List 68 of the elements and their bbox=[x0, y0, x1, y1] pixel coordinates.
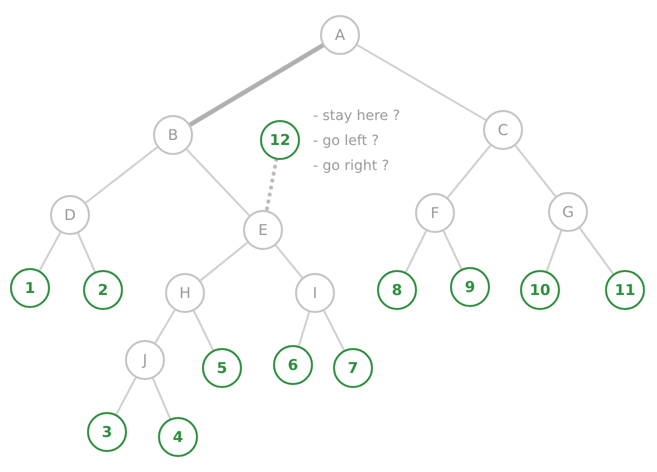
leaf-node-circle bbox=[450, 267, 490, 307]
leaf-node-circle bbox=[87, 412, 127, 452]
tree-node-circle bbox=[295, 273, 335, 313]
tree-node-circle bbox=[153, 115, 193, 155]
tree-node-circle bbox=[415, 193, 455, 233]
node-label: A bbox=[334, 26, 346, 44]
leaf-node-circle bbox=[83, 270, 123, 310]
node-label: 8 bbox=[392, 281, 402, 299]
node-label: H bbox=[179, 284, 191, 302]
tree-node-circle bbox=[320, 15, 360, 55]
tree-edge bbox=[77, 232, 96, 272]
leaf-node-circle bbox=[520, 270, 560, 310]
tree-edge bbox=[200, 242, 248, 282]
node-label: 11 bbox=[614, 281, 636, 299]
tree-node-circle bbox=[50, 195, 90, 235]
note-text: - go left ? bbox=[313, 132, 379, 150]
node-label: 9 bbox=[464, 278, 476, 296]
node-label: 12 bbox=[270, 131, 290, 149]
node-label: F bbox=[430, 204, 440, 222]
tree-edge bbox=[442, 230, 462, 270]
tree-edge bbox=[546, 230, 562, 272]
node-label: C bbox=[498, 121, 508, 139]
leaf-node-circle bbox=[377, 270, 417, 310]
tree-edge bbox=[154, 310, 176, 344]
tree-edge bbox=[356, 44, 486, 121]
tree-node-circle bbox=[483, 110, 523, 150]
tree-edge bbox=[85, 146, 158, 204]
tree-edge bbox=[404, 230, 428, 272]
tree-edge bbox=[446, 144, 492, 198]
node-label: J bbox=[142, 351, 148, 369]
tree-edge bbox=[186, 148, 250, 216]
leaf-node-circle bbox=[202, 348, 242, 388]
node-label: I bbox=[312, 284, 318, 302]
tree-edge bbox=[514, 145, 556, 197]
note-text: - stay here ? bbox=[313, 107, 400, 125]
tree-edge bbox=[192, 310, 214, 350]
node-label: 5 bbox=[216, 359, 228, 377]
tree-node-circle bbox=[548, 192, 588, 232]
tree-edge bbox=[115, 377, 137, 415]
leaf-node-circle bbox=[333, 348, 373, 388]
tree-edge bbox=[298, 312, 310, 346]
tree-edge bbox=[38, 232, 62, 271]
node-label: B bbox=[168, 126, 178, 144]
node-label: 4 bbox=[172, 428, 184, 446]
node-label: 3 bbox=[102, 423, 112, 441]
tree-edge bbox=[274, 244, 304, 278]
leaf-node-circle bbox=[273, 345, 313, 385]
node-label: D bbox=[64, 206, 76, 224]
tree-edge bbox=[152, 378, 172, 419]
leaf-node-circle bbox=[260, 120, 300, 160]
leaf-node-circle bbox=[10, 268, 50, 308]
tree-edge bbox=[188, 43, 326, 127]
note-text: - go right ? bbox=[313, 157, 390, 175]
node-label: 7 bbox=[348, 359, 358, 377]
tree-node-circle bbox=[243, 210, 283, 250]
node-label: 1 bbox=[24, 279, 36, 297]
node-label: 6 bbox=[288, 356, 298, 374]
leaf-node-circle bbox=[605, 270, 645, 310]
tree-edge bbox=[323, 310, 345, 351]
node-label: 10 bbox=[530, 281, 550, 299]
node-label: G bbox=[562, 203, 574, 221]
tree-node-circle bbox=[125, 340, 165, 380]
tree-edge bbox=[579, 228, 614, 274]
leaf-node-circle bbox=[158, 417, 198, 457]
node-label: E bbox=[258, 221, 268, 239]
dotted-connector bbox=[264, 158, 278, 212]
tree-node-circle bbox=[165, 273, 205, 313]
node-label: 2 bbox=[98, 281, 108, 299]
